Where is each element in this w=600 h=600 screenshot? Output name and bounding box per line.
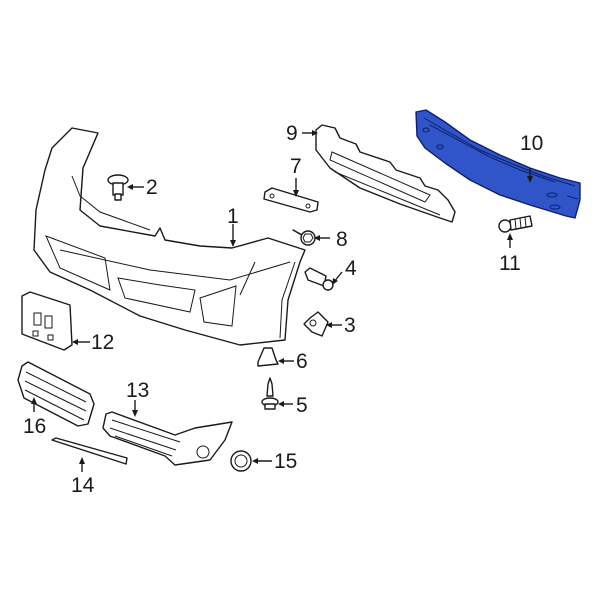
callout-8: 8 xyxy=(336,228,348,251)
callout-13: 13 xyxy=(126,379,150,402)
bolt[interactable] xyxy=(292,229,316,246)
fog-lamp-grille[interactable] xyxy=(102,411,233,466)
callout-1: 1 xyxy=(227,205,239,228)
callout-6: 6 xyxy=(296,350,308,373)
leader-lines xyxy=(31,130,533,472)
push-rivet[interactable] xyxy=(304,267,334,291)
energy-absorber[interactable] xyxy=(315,124,456,223)
callout-5: 5 xyxy=(296,394,308,417)
callout-15: 15 xyxy=(274,450,298,473)
callout-3: 3 xyxy=(344,314,356,337)
callout-16: 16 xyxy=(23,415,47,438)
callout-4: 4 xyxy=(345,257,357,280)
bracket[interactable] xyxy=(263,187,319,213)
bumper-cover[interactable] xyxy=(33,127,306,346)
callout-9: 9 xyxy=(286,122,298,145)
callout-10: 10 xyxy=(520,132,544,155)
reinforcement-bolt[interactable] xyxy=(498,215,533,233)
license-plate-bracket[interactable] xyxy=(21,291,73,351)
push-retainer[interactable] xyxy=(107,174,129,201)
molding-strip[interactable] xyxy=(51,437,128,465)
callout-11: 11 xyxy=(499,252,521,275)
callout-2: 2 xyxy=(146,176,158,199)
callout-12: 12 xyxy=(91,331,115,354)
callout-7: 7 xyxy=(290,155,302,178)
clip-nut[interactable] xyxy=(303,311,329,337)
impact-reinforcement-bar[interactable] xyxy=(415,109,581,219)
screw[interactable] xyxy=(261,377,279,410)
callout-14: 14 xyxy=(71,474,95,497)
lower-grille[interactable] xyxy=(17,361,95,427)
fog-lamp-bezel-ring[interactable] xyxy=(230,450,252,472)
retainer-nut[interactable] xyxy=(257,347,279,367)
